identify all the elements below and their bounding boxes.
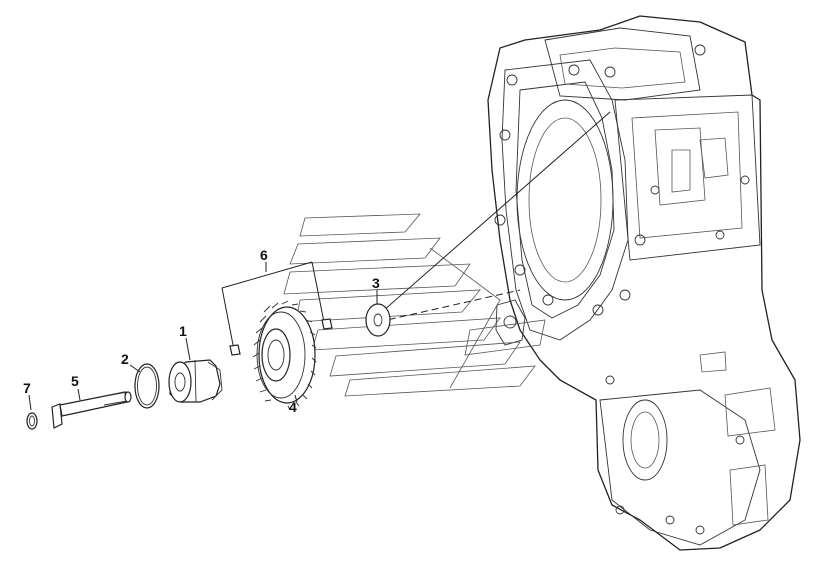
callout-3: 3 — [372, 275, 380, 304]
part-3-washer — [365, 303, 391, 337]
part-6-dowel-pins — [229, 318, 333, 356]
callout-1: 1 — [179, 323, 191, 361]
svg-text:3: 3 — [372, 275, 380, 291]
part-1-pump-hub — [168, 359, 223, 403]
housing-bolt-holes — [494, 44, 750, 535]
svg-text:6: 6 — [260, 247, 268, 263]
svg-text:2: 2 — [121, 351, 129, 367]
svg-text:7: 7 — [23, 380, 31, 396]
callouts: 1 2 3 4 5 6 7 — [23, 247, 380, 415]
svg-text:4: 4 — [289, 399, 297, 415]
svg-text:1: 1 — [179, 323, 187, 339]
part-2-o-ring — [134, 363, 160, 409]
callout-6: 6 — [260, 247, 268, 272]
callout-7: 7 — [23, 380, 32, 411]
transmission-housing — [487, 15, 801, 551]
assembly-lines — [221, 111, 611, 351]
svg-text:5: 5 — [71, 373, 79, 389]
callout-2: 2 — [121, 351, 141, 373]
part-4-gear — [252, 300, 317, 411]
part-5-shaft — [51, 391, 132, 429]
callout-5: 5 — [71, 373, 81, 401]
callout-4: 4 — [289, 394, 298, 415]
part-7-snap-ring — [26, 412, 38, 430]
ghost-cover-plate — [283, 213, 546, 397]
